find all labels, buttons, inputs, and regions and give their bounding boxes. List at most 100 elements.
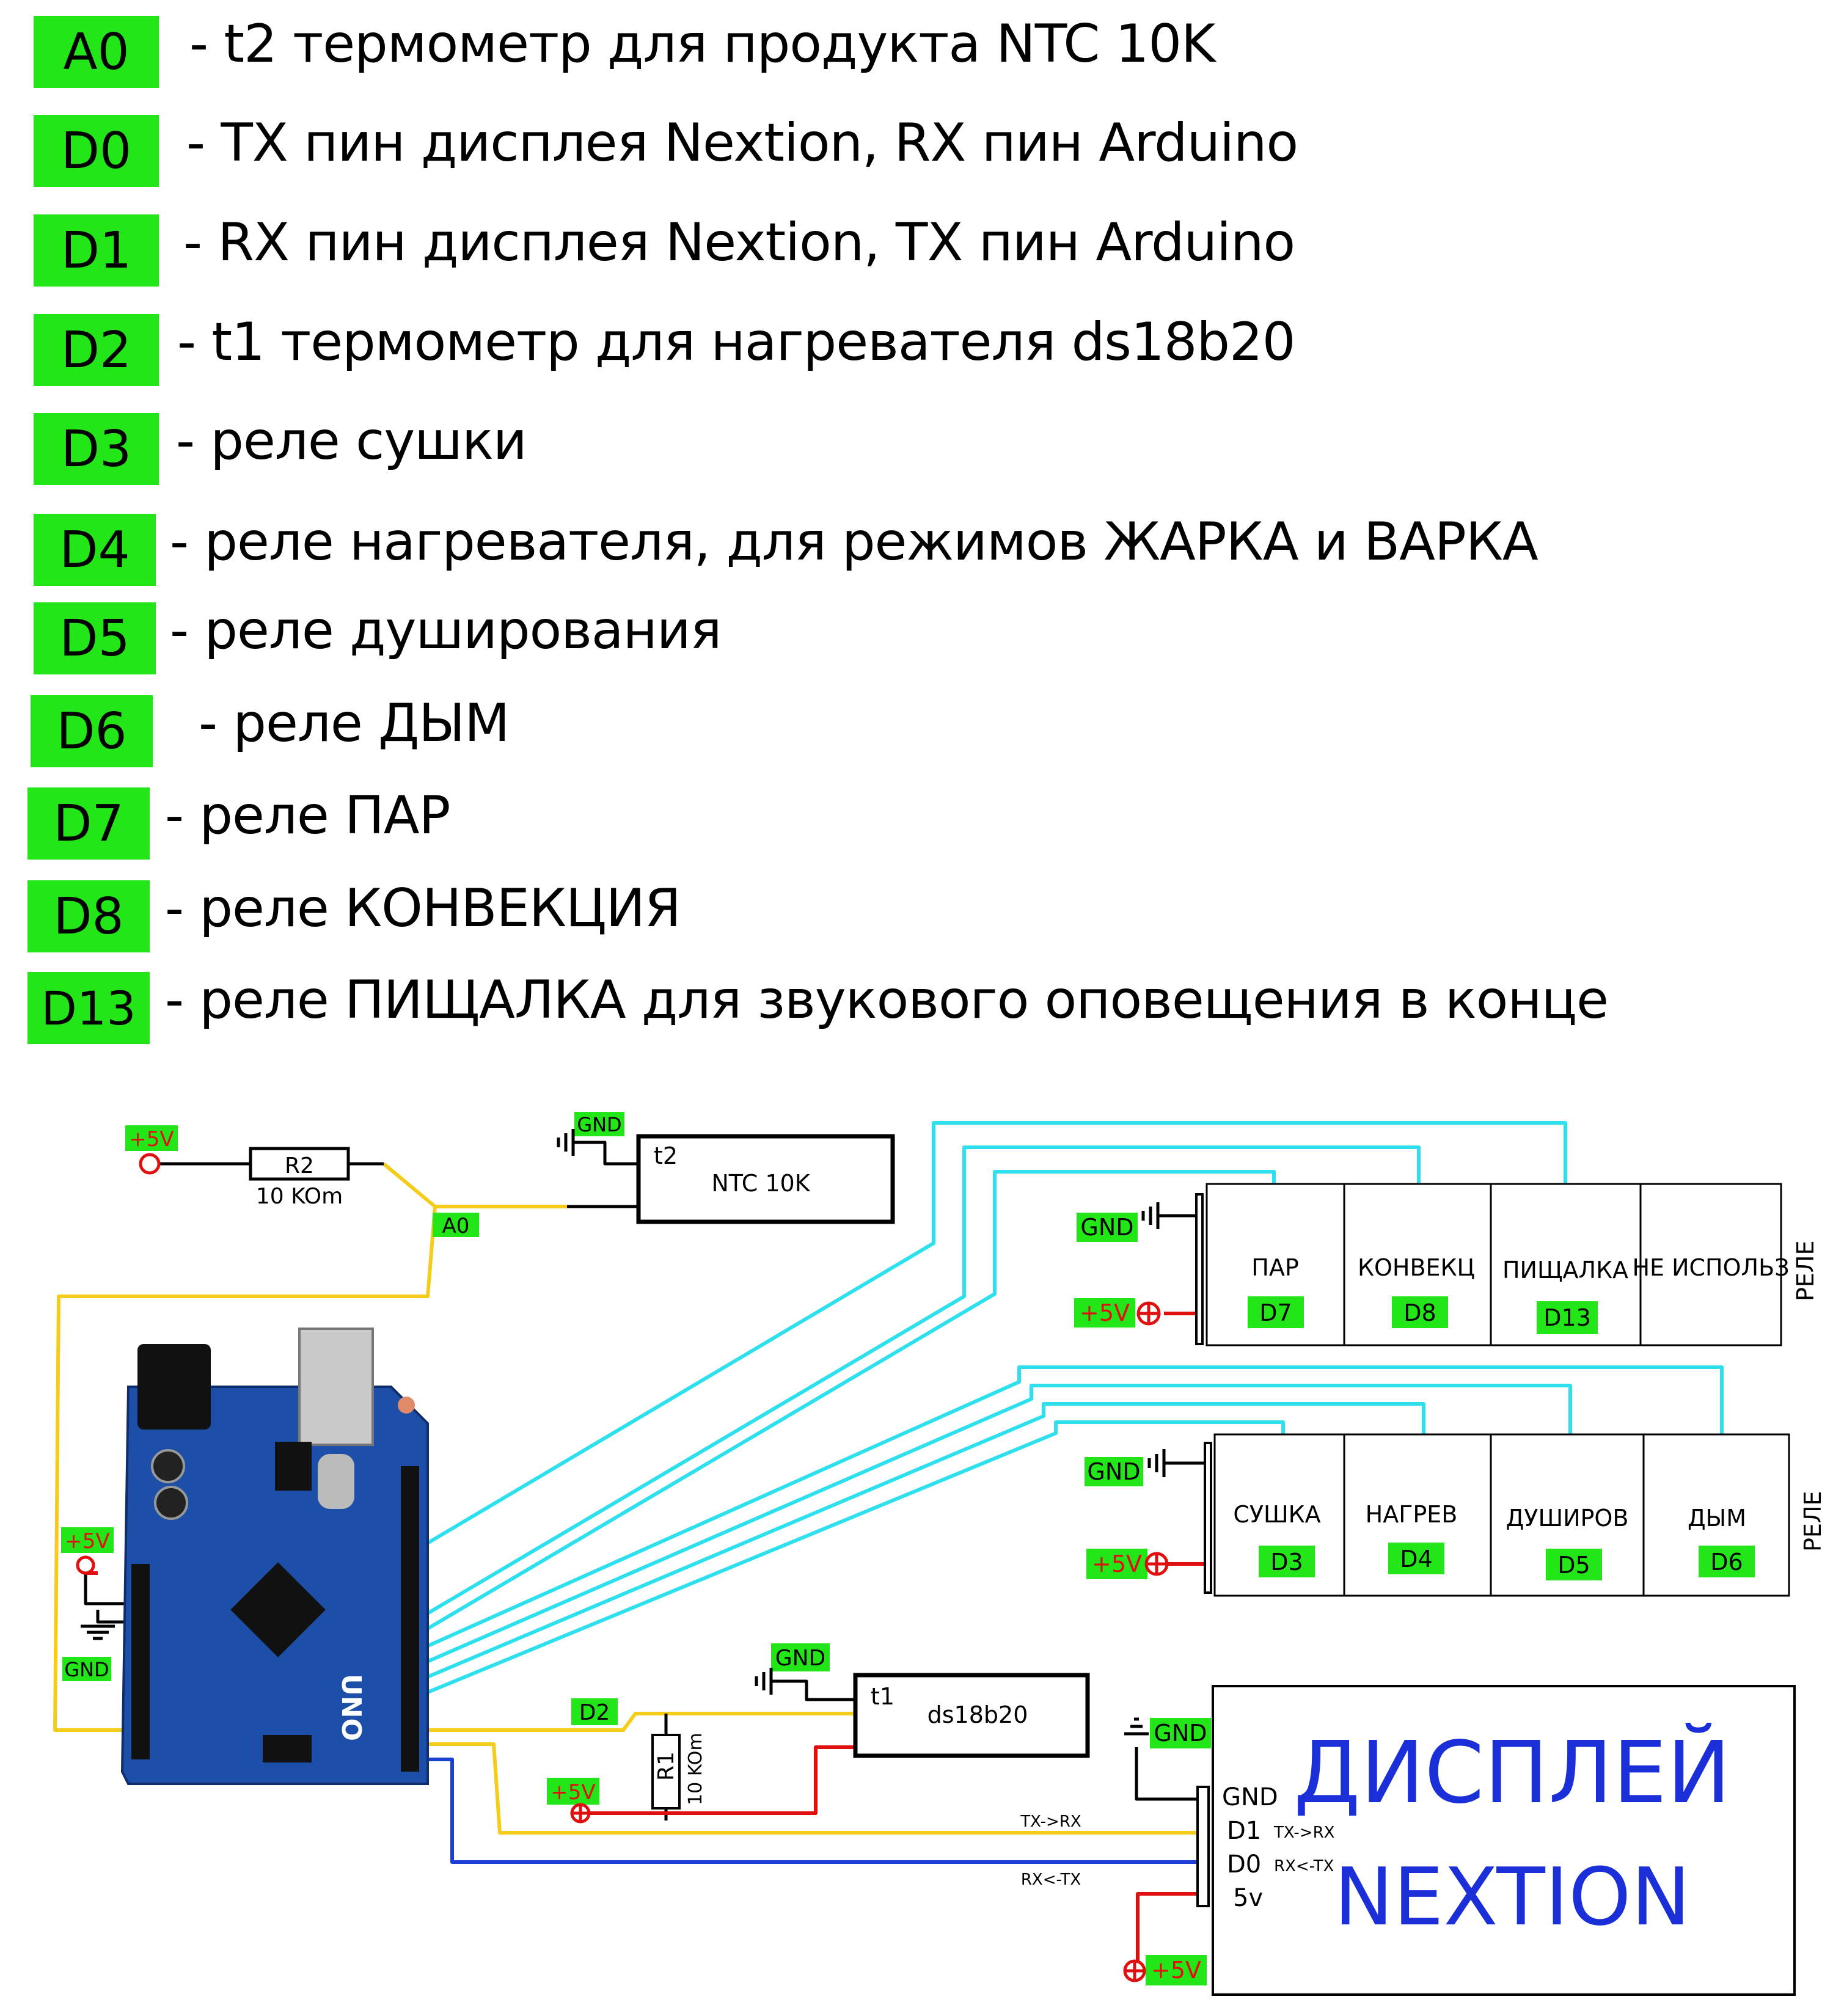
display-title-line2: NEXTION bbox=[1334, 1850, 1690, 1943]
pin-badge: D4 bbox=[34, 514, 156, 586]
legend-row: A0 - t2 термометр для продукта NTC 10K bbox=[0, 13, 1833, 88]
plus5v-label-r2: +5V bbox=[129, 1127, 174, 1152]
plus5v-terminal-r2 bbox=[139, 1153, 161, 1175]
wire-rx-tx bbox=[413, 1758, 1198, 1864]
reset-button bbox=[398, 1397, 415, 1414]
pin-description: - t1 термометр для нагревателя ds18b20 bbox=[177, 312, 1295, 373]
relay-module-1: GND +5V ПАР D7 КОНВЕКЦ D8 ПИЩАЛКА D13 НЕ… bbox=[1074, 1183, 1819, 1346]
pin-description: - RX пин дисплея Nextion, TX пин Arduino bbox=[183, 212, 1295, 273]
display-d1-note: TX->RX bbox=[1273, 1824, 1334, 1842]
relay1-ch3-pin-badge bbox=[1537, 1301, 1598, 1334]
gnd-label-display: GND bbox=[1154, 1720, 1207, 1747]
a0-tag-label: A0 bbox=[442, 1214, 470, 1238]
plus5v-badge-r2 bbox=[125, 1125, 178, 1151]
plus-terminal-icon-r1 bbox=[570, 1803, 591, 1824]
rx-tx-wire-label: RX<-TX bbox=[1021, 1871, 1081, 1889]
digital-header bbox=[401, 1466, 419, 1772]
usb-port bbox=[298, 1328, 374, 1446]
plus-terminal-icon-relay2 bbox=[1144, 1552, 1169, 1576]
plus5v-label-display: +5V bbox=[1151, 1957, 1201, 1984]
pin-description: - реле ПАР bbox=[165, 785, 450, 846]
relay2-ch4-pin-badge bbox=[1699, 1546, 1755, 1577]
wire-d2 bbox=[413, 1712, 855, 1732]
ground-icon-ds18b20 bbox=[755, 1668, 773, 1695]
gnd-badge-relay2 bbox=[1085, 1457, 1143, 1486]
pin-badge: D3 bbox=[34, 413, 159, 485]
display-title-line1: ДИСПЛЕЙ bbox=[1293, 1722, 1731, 1823]
ds18b20-t-label: t1 bbox=[871, 1683, 895, 1710]
relay2-ch1-pin-badge bbox=[1259, 1546, 1315, 1577]
display-pin-gnd: GND bbox=[1222, 1783, 1278, 1811]
plus5v-badge-relay2 bbox=[1086, 1549, 1147, 1579]
r1-name: R1 bbox=[654, 1751, 679, 1781]
pin-badge: D7 bbox=[27, 787, 150, 860]
pin-badge: D0 bbox=[34, 115, 159, 187]
legend-row: D4- реле нагревателя, для режимов ЖАРКА … bbox=[0, 511, 1833, 586]
legend-row: D7- реле ПАР bbox=[0, 785, 1833, 860]
wire-d13 bbox=[412, 1121, 1567, 1554]
ground-icon-display bbox=[1124, 1717, 1149, 1736]
relay1-side-label: РЕЛЕ bbox=[1792, 1240, 1819, 1301]
display-pin-d0: D0 bbox=[1227, 1850, 1261, 1879]
wire-d7 bbox=[412, 1170, 1276, 1639]
plus5v-label-arduino: +5V bbox=[65, 1529, 109, 1554]
plus5v-label-r1: +5V bbox=[551, 1780, 595, 1805]
relay2-ch3-pin: D5 bbox=[1557, 1552, 1590, 1579]
relay2-ch3-name: ДУШИРОВ bbox=[1506, 1505, 1629, 1532]
pin-badge: D5 bbox=[34, 602, 156, 674]
pin-badge: D1 bbox=[34, 214, 159, 287]
relay1-ch3-pin: D13 bbox=[1543, 1304, 1591, 1331]
ntc-name: NTC 10K bbox=[711, 1170, 810, 1197]
wire-d8 bbox=[412, 1145, 1421, 1624]
plus5v-label-relay1: +5V bbox=[1080, 1299, 1130, 1326]
ds18b20-block: D2 GND t1 ds18b20 R1 10 KOm +5V bbox=[547, 1643, 1090, 1824]
wire-a0 bbox=[382, 1162, 567, 1208]
legend-row: D8- реле КОНВЕКЦИЯ bbox=[0, 878, 1833, 952]
relay1-ch3-name: ПИЩАЛКА bbox=[1502, 1257, 1628, 1284]
nextion-display: GND GND D1 D0 5v TX->RX RX<-TX ДИСПЛЕЙ N… bbox=[1020, 1685, 1796, 1996]
icsp-header bbox=[263, 1735, 312, 1762]
relay1-connector bbox=[1195, 1193, 1204, 1345]
crystal bbox=[318, 1454, 354, 1509]
a0-tag-badge bbox=[433, 1213, 479, 1237]
display-body bbox=[1212, 1685, 1796, 1996]
wire-d4 bbox=[412, 1402, 1425, 1685]
plus5v-badge-r1 bbox=[547, 1778, 599, 1805]
ground-icon-relay1 bbox=[1141, 1202, 1160, 1229]
ground-icon-relay2 bbox=[1147, 1449, 1166, 1477]
pin-description: - реле ДЫМ bbox=[199, 693, 510, 754]
power-header bbox=[131, 1564, 150, 1759]
display-pin-5v: 5v bbox=[1233, 1884, 1263, 1912]
gnd-badge-display bbox=[1150, 1718, 1211, 1748]
display-connector bbox=[1196, 1786, 1210, 1907]
relay2-ch4-name: ДЫМ bbox=[1688, 1505, 1746, 1532]
ds18b20-name: ds18b20 bbox=[927, 1701, 1028, 1728]
gnd-label-relay2: GND bbox=[1087, 1458, 1140, 1485]
gnd-badge-ntc bbox=[574, 1112, 624, 1136]
gnd-label-ds18b20: GND bbox=[775, 1646, 826, 1671]
cyan-wires bbox=[412, 1121, 1724, 1700]
pin-badge: D6 bbox=[31, 695, 153, 767]
r1-value: 10 KOm bbox=[685, 1733, 706, 1805]
plus-terminal-icon-relay1 bbox=[1136, 1301, 1161, 1326]
gnd-badge-ds18b20 bbox=[771, 1643, 830, 1671]
pin-badge: D8 bbox=[27, 880, 150, 952]
arduino-model: UNO bbox=[335, 1674, 367, 1741]
ntc-box bbox=[636, 1134, 895, 1224]
pin-description: - t2 термометр для продукта NTC 10K bbox=[189, 13, 1215, 75]
pin-badge: D2 bbox=[34, 314, 159, 386]
power-jack bbox=[137, 1344, 211, 1430]
pin-description: - реле КОНВЕКЦИЯ bbox=[165, 878, 681, 939]
display-pin-d1: D1 bbox=[1227, 1817, 1261, 1845]
gnd-badge-arduino bbox=[62, 1657, 111, 1681]
pin-description: - TX пин дисплея Nextion, RX пин Arduino bbox=[186, 112, 1298, 173]
d2-tag-label: D2 bbox=[579, 1700, 610, 1725]
relay2-ch4-pin: D6 bbox=[1710, 1549, 1743, 1576]
relay1-ch2-pin-badge bbox=[1392, 1296, 1448, 1328]
wire-d5 bbox=[412, 1384, 1572, 1670]
ground-icon-ntc bbox=[557, 1129, 575, 1156]
plus-terminal-icon-display bbox=[1123, 1959, 1146, 1982]
pin-badge: A0 bbox=[34, 16, 159, 88]
relay2-ch1-pin: D3 bbox=[1270, 1549, 1303, 1576]
tx-rx-wire-label: TX->RX bbox=[1020, 1813, 1081, 1831]
